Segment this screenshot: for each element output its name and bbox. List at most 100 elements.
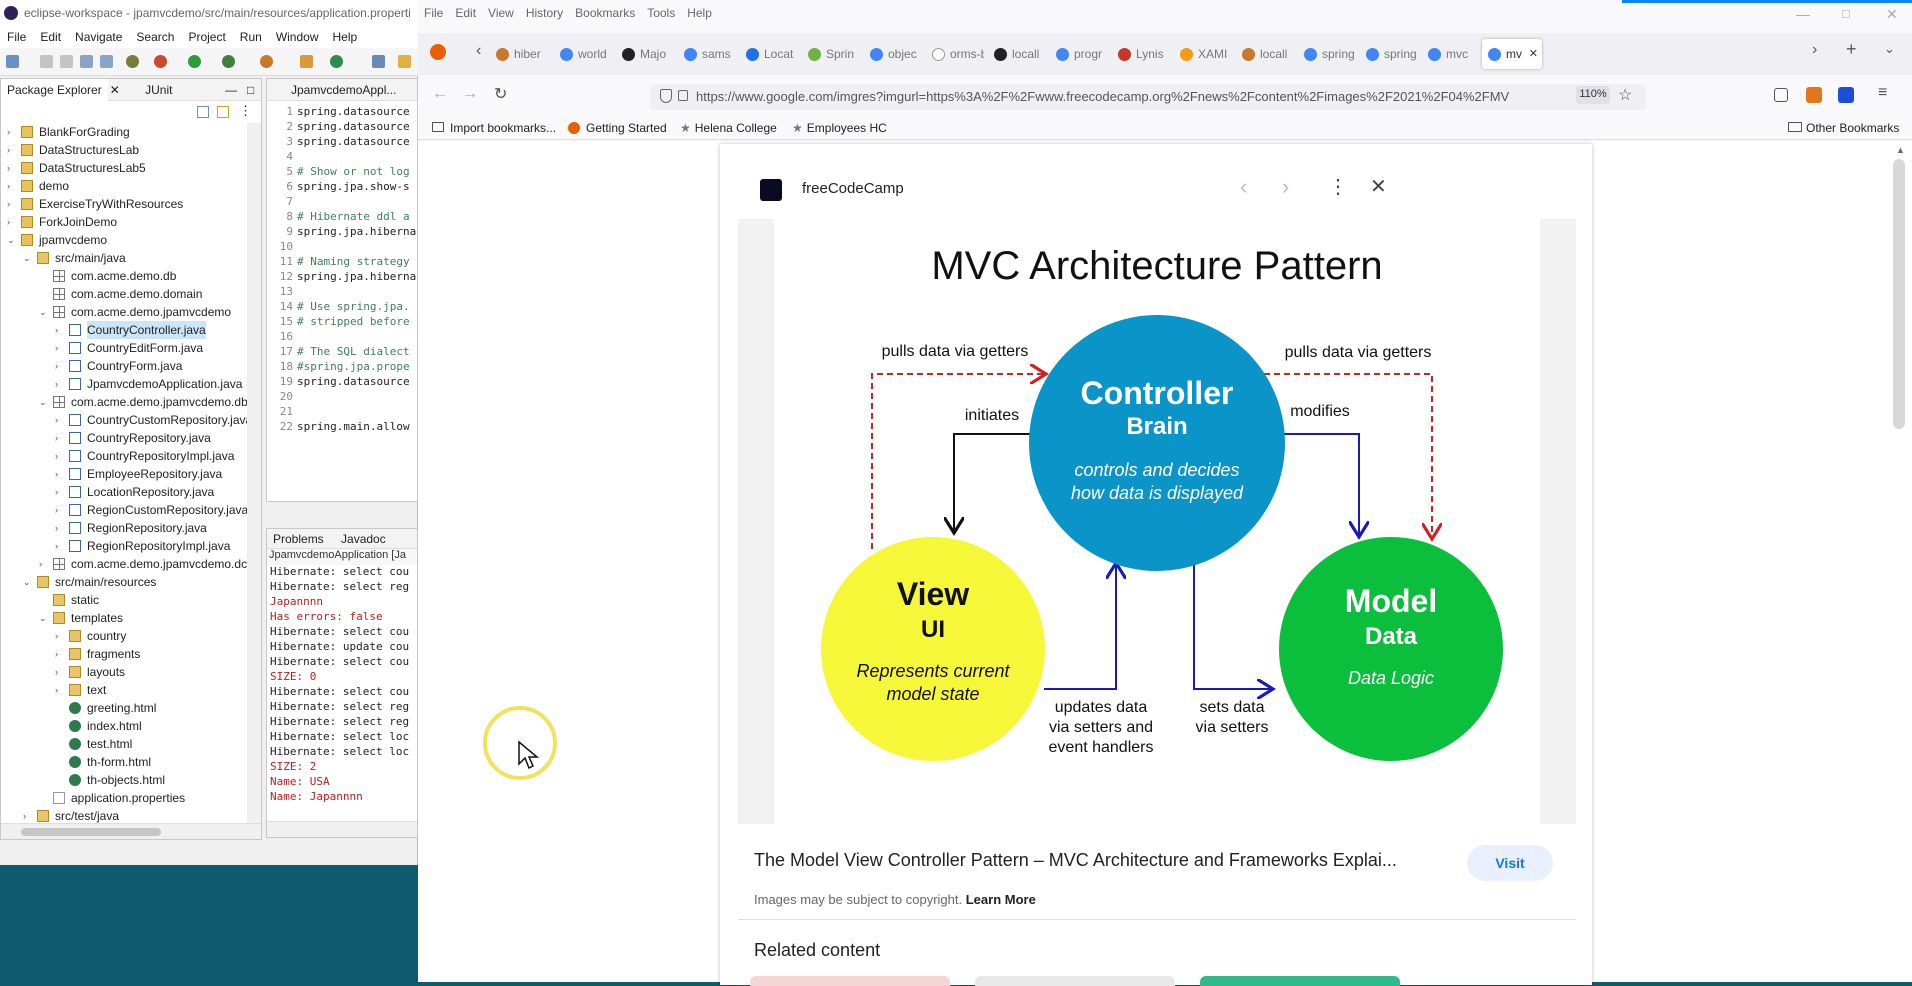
expand-arrow-icon[interactable]: › xyxy=(55,631,58,641)
save-icon[interactable] xyxy=(40,55,53,68)
link-with-editor-icon[interactable] xyxy=(217,106,229,118)
terminal-icon[interactable] xyxy=(80,55,93,68)
browser-tab[interactable]: XAMI xyxy=(1174,39,1232,69)
expand-arrow-icon[interactable]: › xyxy=(55,487,58,497)
tab-package-explorer[interactable]: Package Explorer xyxy=(1,79,108,101)
menu-view[interactable]: View xyxy=(488,6,514,20)
new-java-package-icon[interactable] xyxy=(300,55,313,68)
code-line[interactable]: 17# The SQL dialect xyxy=(267,345,417,360)
other-bookmarks[interactable]: Other Bookmarks xyxy=(1788,121,1899,135)
tree-item[interactable]: ⌄src/main/resources xyxy=(1,573,247,591)
tree-item[interactable]: ›CountryController.java xyxy=(1,321,247,339)
browser-tab[interactable]: objec xyxy=(864,39,922,69)
code-line[interactable]: 5# Show or not log xyxy=(267,165,417,180)
tree-item[interactable]: com.acme.demo.domain xyxy=(1,285,247,303)
bookmark-import[interactable]: Import bookmarks... xyxy=(432,121,556,135)
page-scrollbar[interactable] xyxy=(1893,159,1905,429)
tree-item[interactable]: ›CountryRepositoryImpl.java xyxy=(1,447,247,465)
expand-arrow-icon[interactable]: › xyxy=(55,343,58,353)
reload-icon[interactable]: ↻ xyxy=(494,86,508,103)
browser-tab[interactable]: Majo xyxy=(616,39,674,69)
related-thumbnail[interactable] xyxy=(1200,976,1400,986)
code-line[interactable]: 10 xyxy=(267,240,417,255)
tree-item[interactable]: ›EmployeeRepository.java xyxy=(1,465,247,483)
menu-help[interactable]: Help xyxy=(687,6,712,20)
skip-breakpoints-icon[interactable] xyxy=(126,55,139,68)
expand-arrow-icon[interactable]: ⌄ xyxy=(39,613,47,623)
minimize-icon[interactable]: — xyxy=(225,83,237,97)
editor-tab[interactable]: JpamvcdemoAppl... xyxy=(267,79,417,101)
previous-image-icon[interactable]: ‹ xyxy=(1240,174,1248,199)
debug-icon[interactable] xyxy=(154,55,167,68)
browser-tab[interactable]: Lynis xyxy=(1112,39,1170,69)
browser-tab[interactable]: spring xyxy=(1360,39,1418,69)
tree-item[interactable]: ›JpamvcdemoApplication.java xyxy=(1,375,247,393)
browser-tab[interactable]: Locat xyxy=(740,39,798,69)
expand-arrow-icon[interactable]: ⌄ xyxy=(39,307,47,317)
browser-tab[interactable]: world xyxy=(554,39,612,69)
tree-item[interactable]: ›layouts xyxy=(1,663,247,681)
tab-junit[interactable]: JUnit xyxy=(145,83,173,97)
firefox-view-icon[interactable] xyxy=(430,44,446,60)
menu-search[interactable]: Search xyxy=(136,30,175,44)
browser-tab[interactable]: spring xyxy=(1298,39,1356,69)
maximize-window-icon[interactable]: □ xyxy=(1842,6,1850,21)
menu-help[interactable]: Help xyxy=(332,30,358,44)
tree-item[interactable]: index.html xyxy=(1,717,247,735)
tree-horizontal-scrollbar[interactable] xyxy=(1,823,261,839)
code-line[interactable]: 16 xyxy=(267,330,417,345)
expand-arrow-icon[interactable]: › xyxy=(55,379,58,389)
menu-file[interactable]: File xyxy=(7,30,27,44)
tree-item[interactable]: greeting.html xyxy=(1,699,247,717)
tree-item[interactable]: ›ExerciseTryWithResources xyxy=(1,195,247,213)
tree-item[interactable]: ⌄com.acme.demo.jpamvcdemo xyxy=(1,303,247,321)
bookmark-getting-started[interactable]: Getting Started xyxy=(568,121,667,135)
pocket-icon[interactable] xyxy=(1774,88,1788,102)
save-all-icon[interactable] xyxy=(60,55,73,68)
visit-button[interactable]: Visit xyxy=(1467,845,1553,881)
menu-file[interactable]: File xyxy=(424,6,444,20)
menu-bookmarks[interactable]: Bookmarks xyxy=(575,6,636,20)
expand-arrow-icon[interactable]: › xyxy=(55,505,58,515)
maximize-icon[interactable]: □ xyxy=(247,83,255,97)
menu-project[interactable]: Project xyxy=(188,30,226,44)
browser-tab[interactable]: hiber xyxy=(490,39,548,69)
console-horizontal-scrollbar[interactable] xyxy=(267,821,417,837)
expand-arrow-icon[interactable]: ⌄ xyxy=(23,253,31,263)
browser-tab[interactable]: orms-brid xyxy=(926,39,984,69)
expand-arrow-icon[interactable]: › xyxy=(55,451,58,461)
tabs-scroll-right-icon[interactable]: › xyxy=(1812,41,1818,58)
scroll-thumb[interactable] xyxy=(21,828,161,836)
browser-tab[interactable]: progr xyxy=(1050,39,1108,69)
console-icon[interactable] xyxy=(100,55,113,68)
code-line[interactable]: 8# Hibernate ddl a xyxy=(267,210,417,225)
tree-item[interactable]: th-objects.html xyxy=(1,771,247,789)
freecodecamp-logo-icon[interactable] xyxy=(760,179,782,201)
menu-edit[interactable]: Edit xyxy=(40,30,62,44)
open-type-icon[interactable] xyxy=(372,55,385,68)
expand-arrow-icon[interactable]: › xyxy=(7,145,10,155)
shield-icon[interactable] xyxy=(660,89,672,103)
related-thumbnail[interactable] xyxy=(750,976,950,986)
tree-item[interactable]: ›DataStructuresLab5 xyxy=(1,159,247,177)
mvc-diagram-image[interactable]: MVC Architecture Pattern xyxy=(774,219,1540,824)
tree-item[interactable]: ›BlankForGrading xyxy=(1,123,247,141)
expand-arrow-icon[interactable]: › xyxy=(55,685,58,695)
coverage-icon[interactable] xyxy=(222,55,235,68)
close-tab-icon[interactable]: ✕ xyxy=(1528,48,1538,60)
scroll-up-icon[interactable]: ▲ xyxy=(1896,145,1905,155)
expand-arrow-icon[interactable]: › xyxy=(55,469,58,479)
close-window-icon[interactable]: ✕ xyxy=(1886,6,1898,22)
tree-item[interactable]: ›CountryForm.java xyxy=(1,357,247,375)
expand-arrow-icon[interactable]: › xyxy=(7,163,10,173)
tree-item[interactable]: ›fragments xyxy=(1,645,247,663)
metamask-icon[interactable] xyxy=(1806,87,1822,103)
menu-tools[interactable]: Tools xyxy=(647,6,676,20)
tree-item[interactable]: ⌄jpamvcdemo xyxy=(1,231,247,249)
expand-arrow-icon[interactable]: › xyxy=(55,433,58,443)
